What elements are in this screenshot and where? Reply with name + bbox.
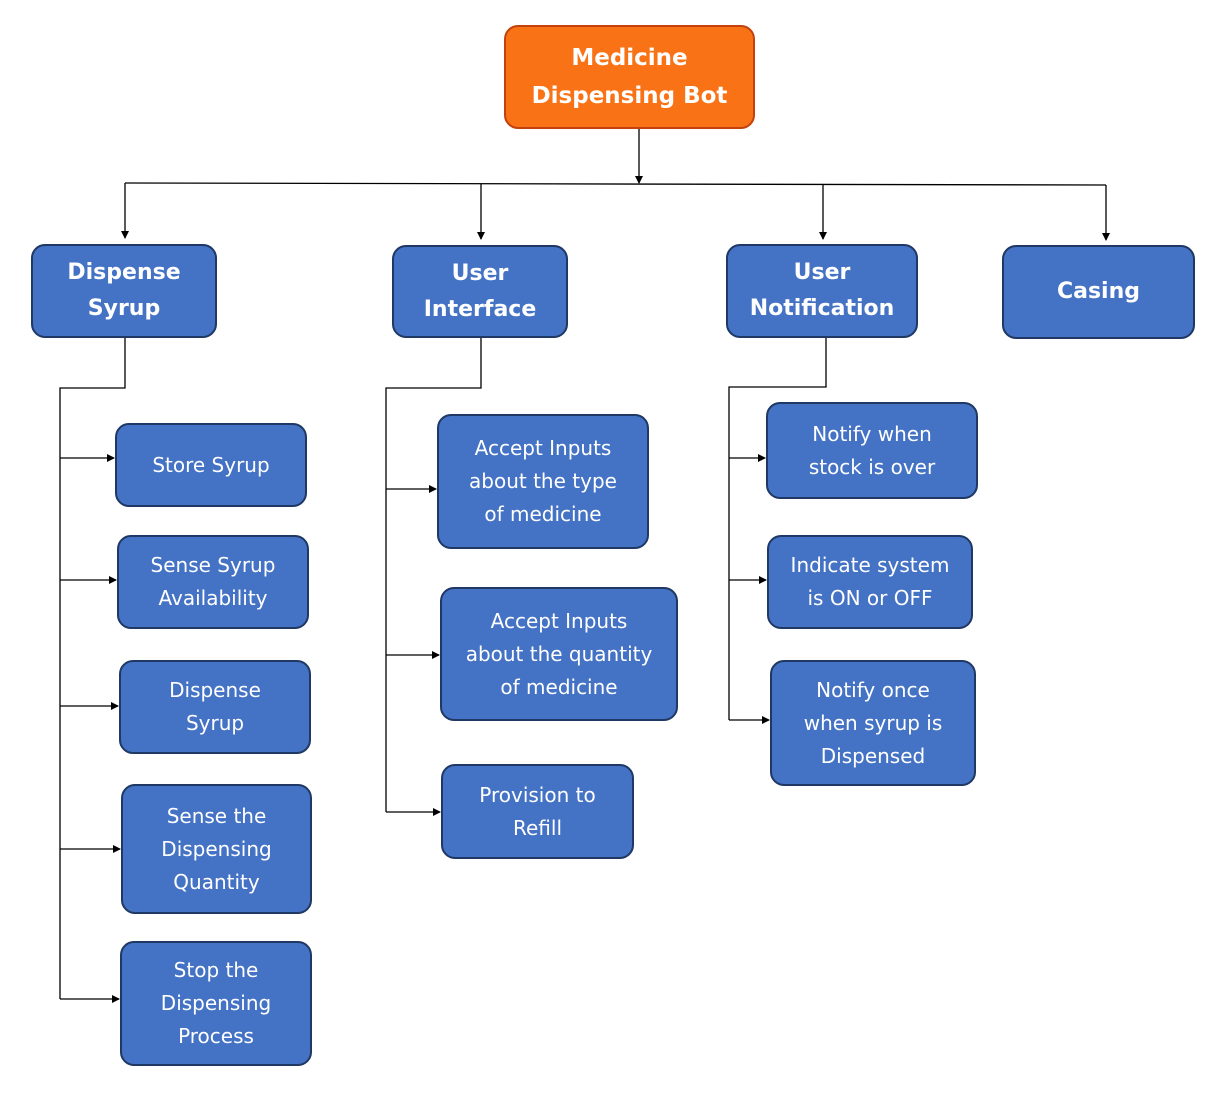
dispense-syrup-item-stop-process: Stop the Dispensing Process bbox=[120, 941, 312, 1066]
connector-top-bus bbox=[124, 182, 1107, 186]
category-dispense-syrup: Dispense Syrup bbox=[31, 244, 217, 338]
connector-user-notification-spine bbox=[728, 338, 827, 720]
dispense-syrup-item-sense-quantity: Sense the Dispensing Quantity bbox=[121, 784, 312, 914]
dispense-syrup-item-sense-availability: Sense Syrup Availability bbox=[117, 535, 309, 629]
dispense-syrup-item-dispense-syrup: Dispense Syrup bbox=[119, 660, 311, 754]
category-user-notification: User Notification bbox=[726, 244, 918, 338]
user-notification-item-syrup-dispensed: Notify once when syrup is Dispensed bbox=[770, 660, 976, 786]
user-interface-item-medicine-quantity: Accept Inputs about the quantity of medi… bbox=[440, 587, 678, 721]
dispense-syrup-item-store-syrup: Store Syrup bbox=[115, 423, 307, 507]
category-casing: Casing bbox=[1002, 245, 1195, 339]
connector-user-interface-spine bbox=[385, 338, 482, 812]
root-node: Medicine Dispensing Bot bbox=[504, 25, 755, 129]
user-notification-item-stock-over: Notify when stock is over bbox=[766, 402, 978, 499]
connector-dispense-syrup-spine bbox=[59, 338, 126, 999]
category-user-interface: User Interface bbox=[392, 245, 568, 338]
user-interface-item-refill: Provision to Refill bbox=[441, 764, 634, 859]
user-notification-item-system-status: Indicate system is ON or OFF bbox=[767, 535, 973, 629]
user-interface-item-medicine-type: Accept Inputs about the type of medicine bbox=[437, 414, 649, 549]
